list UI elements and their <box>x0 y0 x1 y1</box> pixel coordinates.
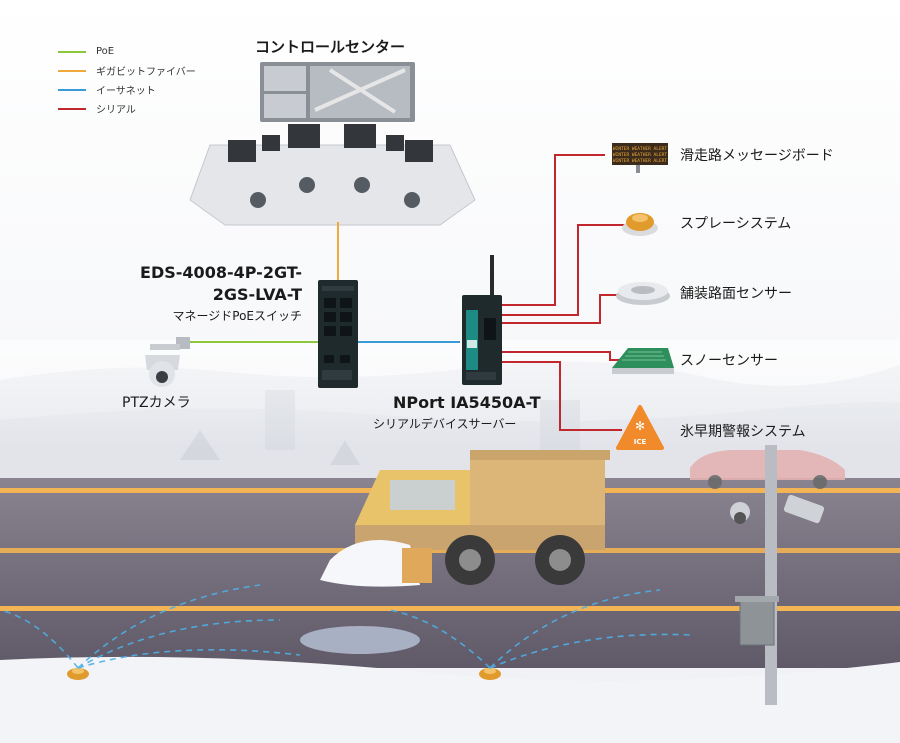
device-label-ice-warning: 氷早期警報システム <box>680 424 806 440</box>
serial-link-snow <box>500 351 620 361</box>
road-line-bottom <box>0 606 900 611</box>
control-center-title: コントロールセンター <box>255 38 406 56</box>
spray-nozzle-icon <box>622 213 658 236</box>
svg-text:✻: ✻ <box>635 419 645 433</box>
poe-switch-illustration <box>318 280 358 388</box>
ptz-camera-label: PTZカメラ <box>122 395 191 411</box>
ice-sign-text: ICE <box>634 438 647 446</box>
switch-model-line-1: EDS-4008-4P-2GT- <box>140 263 302 282</box>
legend-label: ギガビットファイバー <box>96 67 196 78</box>
serial-link-spray <box>500 224 625 316</box>
connection-lines <box>190 154 625 431</box>
legend: PoE ギガビットファイバー イーサネット シリアル <box>58 42 258 118</box>
message-board-icon: WINTER WEATHER ALERT WINTER WEATHER ALER… <box>612 143 668 173</box>
switch-model-line-2: 2GS-LVA-T <box>212 285 302 304</box>
snow-plow-truck <box>320 450 610 587</box>
snow-sensor-icon <box>612 348 674 374</box>
nport-model-label: NPort IA5450A-T <box>393 393 541 412</box>
switch-description: マネージドPoEスイッチ <box>172 309 303 323</box>
serial-link-ice <box>500 361 622 431</box>
legend-swatch-fiber <box>58 69 86 72</box>
device-label-snow-sensor: スノーセンサー <box>680 353 778 369</box>
serial-link-message-board <box>500 154 605 306</box>
roadside-pole <box>730 445 825 705</box>
legend-label: イーサネット <box>96 86 156 97</box>
nport-description: シリアルデバイスサーバー <box>373 417 517 431</box>
legend-label: シリアル <box>96 105 136 116</box>
device-label-pavement-sensor: 舗装路面センサー <box>680 286 792 302</box>
legend-swatch-ethernet <box>58 88 86 91</box>
legend-swatch-serial <box>58 107 86 110</box>
legend-item-ethernet: イーサネット <box>58 80 258 99</box>
device-label-spray-system: スプレーシステム <box>680 216 792 232</box>
ice-warning-icon: ✻ ICE <box>616 405 664 450</box>
legend-swatch-poe <box>58 50 86 53</box>
legend-label: PoE <box>96 46 115 57</box>
road-spray-nozzles <box>0 584 691 680</box>
nport-device-illustration <box>462 255 502 385</box>
message-board-line-1: WINTER WEATHER ALERT <box>613 146 667 152</box>
device-label-message-board: 滑走路メッセージボード <box>680 148 834 164</box>
legend-item-poe: PoE <box>58 42 258 61</box>
message-board-line-2: WINTER WEATHER ALERT <box>613 152 667 158</box>
pavement-sensor-icon <box>616 282 670 305</box>
legend-item-fiber: ギガビットファイバー <box>58 61 258 80</box>
legend-item-serial: シリアル <box>58 99 258 118</box>
ptz-camera-illustration <box>145 337 190 387</box>
message-board-line-3: WINTER WEATHER ALERT <box>613 158 667 164</box>
puddle <box>300 626 420 654</box>
control-center-illustration <box>189 62 476 226</box>
serial-link-pavement <box>500 294 618 324</box>
switch-model-label: EDS-4008-4P-2GT- 2GS-LVA-T <box>140 262 302 306</box>
